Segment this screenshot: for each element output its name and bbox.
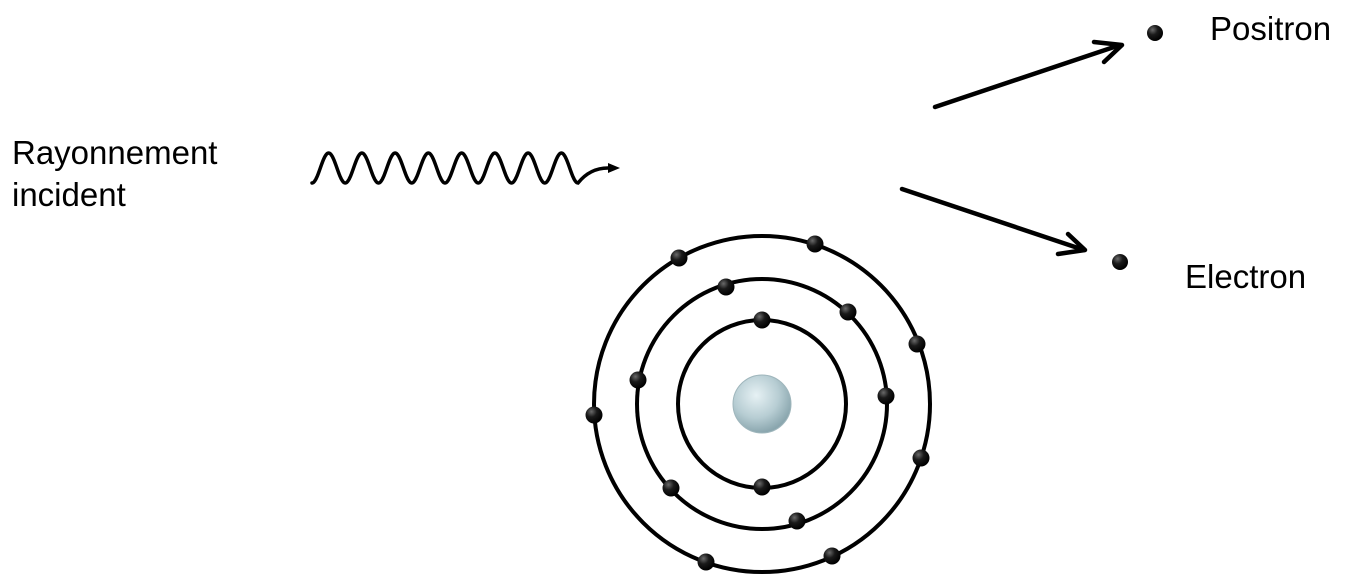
positron-label: Positron [1210, 10, 1331, 47]
shell-electron [718, 279, 735, 296]
shell-electron [630, 372, 647, 389]
positron-particle [1147, 25, 1163, 41]
shell-electron [909, 336, 926, 353]
shell-electron [663, 480, 680, 497]
shell-electron [789, 513, 806, 530]
electron-trajectory-arrow [902, 189, 1085, 254]
electron-label: Electron [1185, 258, 1306, 295]
incident-radiation-label-line1: Rayonnement [12, 134, 217, 171]
nucleus [733, 375, 791, 433]
incident-photon-arrowhead [608, 163, 620, 173]
shell-electron [807, 236, 824, 253]
shell-electron [671, 250, 688, 267]
shell-electron [824, 548, 841, 565]
shell-electron [840, 304, 857, 321]
shell-electron [878, 388, 895, 405]
electron-particle [1112, 254, 1128, 270]
shell-electron [698, 554, 715, 571]
positron-trajectory-arrow [935, 42, 1122, 107]
incident-radiation-label-line2: incident [12, 176, 126, 213]
shell-electron [754, 479, 771, 496]
shell-electron [913, 450, 930, 467]
atom [586, 236, 931, 573]
shell-electron [754, 312, 771, 329]
incident-photon-wave [312, 153, 620, 183]
shell-electron [586, 407, 603, 424]
